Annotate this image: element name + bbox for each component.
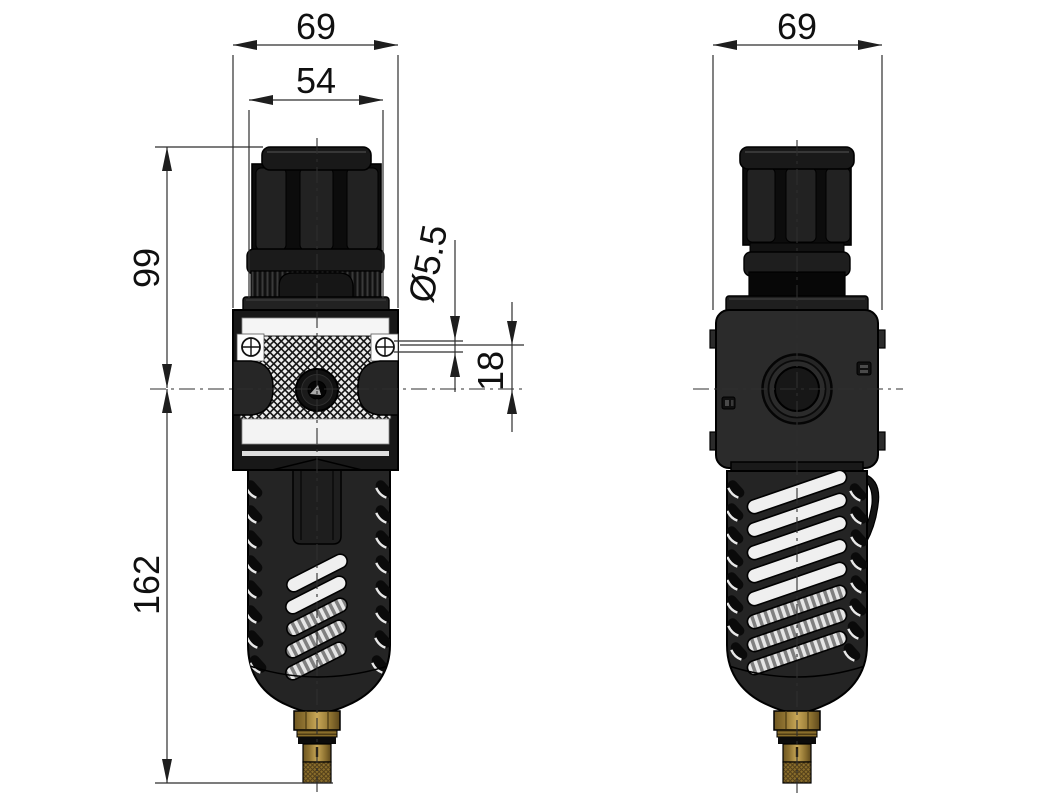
hole-offset-label: 18 bbox=[470, 351, 511, 391]
dimension-hole-diameter: Ø5.5 bbox=[394, 221, 463, 392]
front-mounting-screw-left bbox=[236, 333, 265, 362]
dimension-front-overall-width: 69 bbox=[232, 6, 399, 308]
front-bottom-band bbox=[241, 418, 390, 445]
front-view bbox=[150, 138, 525, 793]
front-bowl bbox=[247, 469, 391, 714]
front-body bbox=[232, 309, 399, 471]
dimension-hole-offset: 18 bbox=[400, 302, 524, 432]
front-lower-height-label: 162 bbox=[126, 555, 167, 615]
front-knob-width-label: 54 bbox=[296, 60, 336, 101]
front-top-band bbox=[241, 317, 390, 337]
hole-diameter-label: Ø5.5 bbox=[400, 221, 455, 305]
side-body bbox=[709, 309, 886, 469]
front-port-boss-right bbox=[357, 360, 399, 416]
front-port-boss-left bbox=[232, 360, 274, 416]
dimension-side-overall-width: 69 bbox=[712, 6, 883, 310]
front-upper-height-label: 99 bbox=[126, 248, 167, 288]
side-bowl bbox=[726, 461, 880, 714]
front-overall-width-label: 69 bbox=[296, 6, 336, 47]
side-overall-width-label: 69 bbox=[777, 6, 817, 47]
dimension-front-upper-height: 99 bbox=[126, 146, 263, 388]
front-regulator-knob bbox=[242, 146, 390, 313]
dimension-front-lower-height: 162 bbox=[126, 389, 333, 784]
side-marking-right bbox=[856, 361, 872, 376]
side-view bbox=[693, 140, 903, 793]
dimension-front-knob-width: 54 bbox=[248, 60, 384, 298]
front-mounting-screw-right bbox=[370, 333, 399, 362]
side-marking-left bbox=[721, 396, 736, 410]
